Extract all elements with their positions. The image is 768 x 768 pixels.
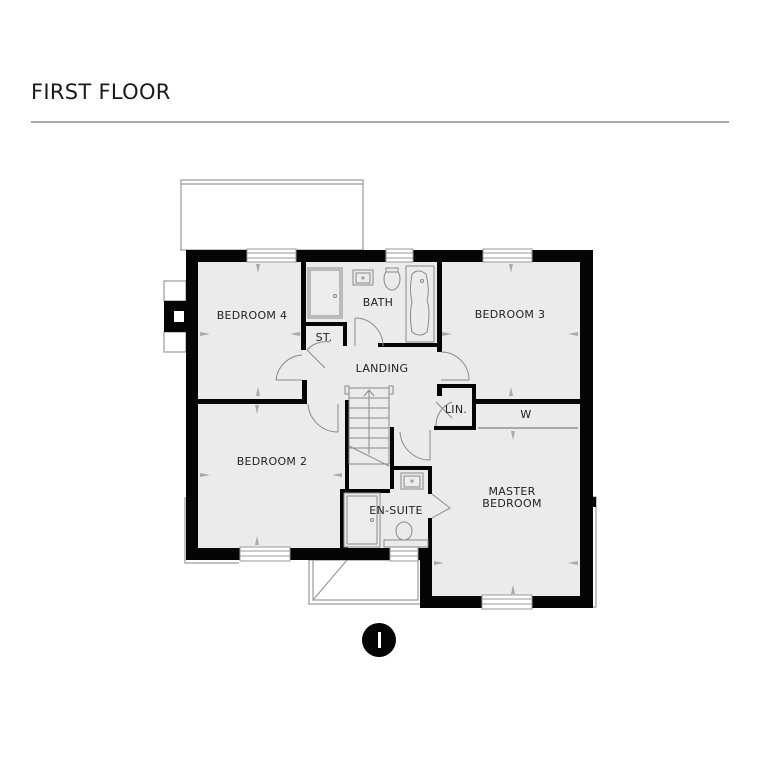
windows: [239, 248, 533, 610]
staircase: [344, 385, 394, 467]
porch-canopy: [308, 559, 423, 605]
floor-title: FIRST FLOOR: [31, 80, 171, 104]
label-landing: LANDING: [356, 362, 409, 375]
label-master-line1: MASTER: [488, 485, 535, 498]
label-bedroom-4: BEDROOM 4: [217, 309, 288, 322]
doors: [275, 341, 578, 519]
label-master-line2: BEDROOM: [482, 497, 542, 510]
label-bedroom-2: BEDROOM 2: [237, 455, 308, 468]
north-arrow-icon: [362, 623, 396, 657]
title-divider: [31, 121, 729, 123]
bath-fixtures: [307, 265, 435, 347]
walls: [186, 250, 596, 608]
roof-outline: [180, 179, 364, 251]
label-store: ST.: [316, 331, 333, 344]
north-marker-bar: [377, 632, 381, 648]
label-en-suite: EN-SUITE: [369, 504, 423, 517]
label-bath: BATH: [363, 296, 393, 309]
dimension-arrows: [200, 264, 578, 594]
ensuite-fixtures: [343, 472, 429, 548]
label-wardrobe: W: [520, 408, 531, 421]
label-bedroom-3: BEDROOM 3: [475, 308, 546, 321]
chimney: [163, 280, 188, 353]
label-linen: LIN.: [445, 403, 467, 416]
